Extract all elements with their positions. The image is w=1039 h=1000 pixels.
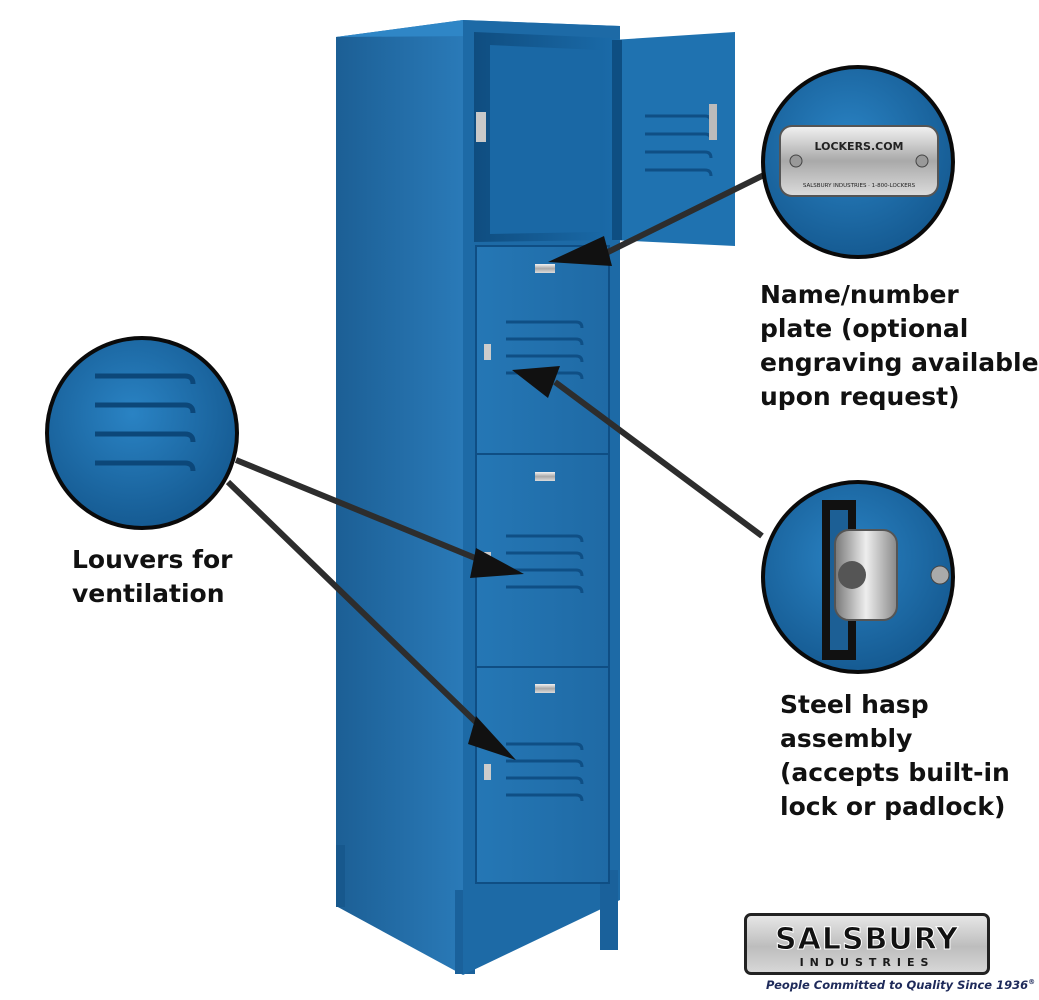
callout-arrows xyxy=(225,169,772,760)
caption-line: plate (optional xyxy=(760,314,969,343)
registered-mark: ® xyxy=(1028,978,1036,987)
hasp-icon[interactable] xyxy=(484,764,491,780)
logo-sub: INDUSTRIES xyxy=(799,956,935,969)
locker-door-4[interactable] xyxy=(475,666,610,884)
hasp-callout xyxy=(761,480,955,674)
caption-line: engraving available xyxy=(760,348,1039,377)
nameplate-caption: Name/number plate (optional engraving av… xyxy=(760,278,1039,414)
logo-tagline: People Committed to Quality Since 1936® xyxy=(766,978,1035,992)
open-compartment xyxy=(474,32,612,242)
caption-line: Steel hasp xyxy=(780,690,929,719)
louvers-caption: Louvers for ventilation xyxy=(72,543,232,611)
number-plate xyxy=(535,264,555,273)
plate-text-top: LOCKERS.COM xyxy=(814,140,903,153)
salsbury-logo: SALSBURY INDUSTRIES xyxy=(744,913,990,975)
caption-line: ventilation xyxy=(72,579,225,608)
hasp-caption: Steel hasp assembly (accepts built-in lo… xyxy=(780,688,1010,824)
logo-name: SALSBURY xyxy=(775,922,959,958)
product-illustration: LOCKERS.COM SALSBURY INDUSTRIES · 1-800-… xyxy=(45,20,1039,992)
caption-line: assembly xyxy=(780,724,913,753)
caption-line: Name/number xyxy=(760,280,959,309)
caption-line: (accepts built-in xyxy=(780,758,1010,787)
plate-text-bottom: SALSBURY INDUSTRIES · 1-800-LOCKERS xyxy=(803,183,916,189)
caption-line: lock or padlock) xyxy=(780,792,1006,821)
door-latch-icon xyxy=(709,104,717,140)
locker-door-2[interactable] xyxy=(475,245,610,455)
locker-drawing: LOCKERS.COM SALSBURY INDUSTRIES · 1-800-… xyxy=(45,20,955,975)
number-plate xyxy=(535,684,555,693)
interior-latch-icon xyxy=(476,112,486,142)
hasp-icon[interactable] xyxy=(484,344,491,360)
caption-line: upon request) xyxy=(760,382,960,411)
tagline-text: People Committed to Quality Since 1936 xyxy=(766,978,1029,992)
louvers-callout xyxy=(45,336,239,530)
number-plate xyxy=(535,472,555,481)
open-door[interactable] xyxy=(612,32,735,246)
caption-line: Louvers for xyxy=(72,545,233,574)
nameplate-callout: LOCKERS.COM SALSBURY INDUSTRIES · 1-800-… xyxy=(761,65,955,259)
